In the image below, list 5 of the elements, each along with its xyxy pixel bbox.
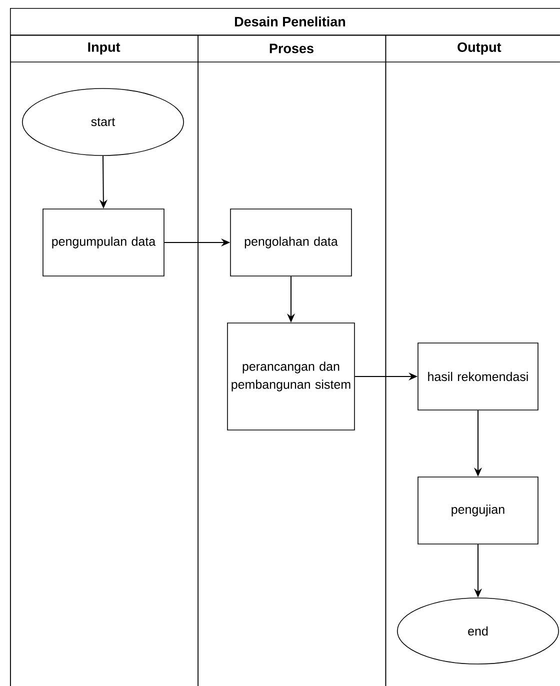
process-box: perancangan dan pembangunan sistem <box>227 322 355 430</box>
process-box: pengolahan data <box>230 208 352 276</box>
process-box: hasil rekomendasi <box>418 342 538 410</box>
process-box: pengujian <box>418 476 538 544</box>
process-box: pengumpulan data <box>42 208 164 276</box>
